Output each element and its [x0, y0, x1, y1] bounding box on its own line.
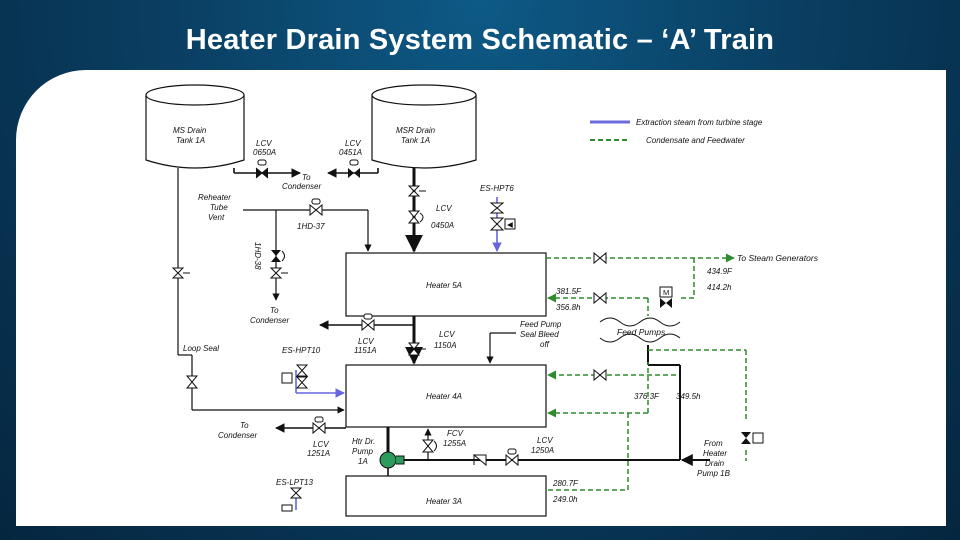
msr-tank-label-1: MSR Drain [396, 126, 436, 135]
valve-check-pump-discharge[interactable] [472, 454, 487, 467]
feed-pumps-label: Feed Pumps [617, 327, 666, 337]
hd38-label: 1HD-38 [253, 242, 262, 270]
ms-tank-label-1: MS Drain [173, 126, 207, 135]
to-condenser-low-2: Condenser [218, 431, 257, 440]
reading-h2: 356.8h [556, 303, 581, 312]
feed-pump-bleed-1: Feed Pump [520, 320, 562, 329]
lcv-1150a-label-2: 1150A [434, 341, 457, 350]
legend: Extraction steam from turbine stage Cond… [590, 118, 763, 145]
ms-drain-tank: MS Drain Tank 1A [145, 84, 245, 169]
es-hpt10-label: ES-HPT10 [282, 346, 321, 355]
valve-lcv-1251a[interactable] [312, 416, 326, 435]
lcv-1150a-label-1: LCV [439, 330, 455, 339]
lcv-0650a-label-2: 0650A [253, 148, 276, 157]
htr-pump-label-2: Pump [352, 447, 373, 456]
heater-5a: Heater 5A [345, 252, 547, 317]
fcv-1255a-label-1: FCV [447, 429, 464, 438]
valve-lcv-1151a[interactable] [361, 313, 375, 332]
heater-4a: Heater 4A [345, 364, 547, 428]
ms-tank-label-2: Tank 1A [176, 136, 205, 145]
slide-title: Heater Drain System Schematic – ‘A’ Trai… [185, 24, 775, 56]
feed-pumps [599, 317, 681, 343]
heater-drain-pump-1a[interactable] [379, 451, 405, 469]
es-hpt6-label: ES-HPT6 [480, 184, 514, 193]
reading-h3: 349.5h [676, 392, 701, 401]
lcv-1151a-label-1: LCV [358, 337, 374, 346]
lcv-1251a-label-1: LCV [313, 440, 329, 449]
loop-seal-label: Loop Seal [183, 344, 219, 353]
from-hd-pump-2: Heater [703, 449, 727, 458]
lcv-0650a-label-1: LCV [256, 139, 272, 148]
lcv-1250a-label-1: LCV [537, 436, 553, 445]
feed-pump-bleed-2: Seal Bleed [520, 330, 559, 339]
valve-1hd-38[interactable] [269, 250, 288, 279]
lcv-1250a-label-2: 1250A [531, 446, 554, 455]
valve-lcv-1250a[interactable] [505, 448, 519, 467]
valve-feedwater-2[interactable] [593, 291, 607, 305]
lcv-1251a-label-2: 1251A [307, 449, 330, 458]
reading-h4: 249.0h [552, 495, 578, 504]
to-condenser-mid-2: Condenser [250, 316, 289, 325]
reheater-label-1: Reheater [198, 193, 231, 202]
htr-pump-label-1: Htr Dr. [352, 437, 375, 446]
reading-t4: 280.7F [552, 479, 579, 488]
heater-5a-label: Heater 5A [426, 281, 462, 290]
valve-loop-check[interactable] [171, 267, 199, 389]
valve-es-hpt10[interactable] [281, 364, 309, 389]
msr-tank-label-2: Tank 1A [401, 136, 430, 145]
msr-drain-tank: MSR Drain Tank 1A [371, 84, 477, 169]
from-hd-pump-3: Drain [705, 459, 725, 468]
reading-h1: 414.2h [707, 283, 732, 292]
valve-lcv-0650a[interactable] [255, 159, 269, 179]
to-steam-gen-label: To Steam Generators [737, 253, 819, 263]
from-hd-pump-1: From [704, 439, 723, 448]
to-condenser-top-1: To [302, 173, 311, 182]
to-condenser-mid-1: To [270, 306, 279, 315]
labels: LCV 0650A LCV 0451A To Condenser Reheate… [183, 139, 819, 504]
lcv-0451a-label-2: 0451A [339, 148, 362, 157]
valve-es-hpt6[interactable]: ◀ [489, 202, 516, 231]
motor-label: M [663, 288, 669, 297]
reading-t3: 376.3F [634, 392, 660, 401]
valve-feedwater-3[interactable] [593, 368, 607, 382]
legend-extraction-label: Extraction steam from turbine stage [636, 118, 763, 127]
reading-t1: 434.9F [707, 267, 733, 276]
reheater-label-3: Vent [208, 213, 225, 222]
valve-pump-1b-isolation[interactable] [741, 432, 764, 444]
from-hd-pump-4: Pump 1B [697, 469, 731, 478]
heater-3a-label: Heater 3A [426, 497, 462, 506]
valve-lcv-0451a[interactable] [348, 159, 360, 178]
to-condenser-low-1: To [240, 421, 249, 430]
fcv-1255a-label-2: 1255A [443, 439, 466, 448]
to-condenser-top-2: Condenser [282, 182, 321, 191]
reading-t2: 381.5F [556, 287, 582, 296]
reheater-label-2: Tube [210, 203, 228, 212]
heater-3a: Heater 3A [345, 475, 547, 517]
valve-1hd-37[interactable] [309, 198, 323, 217]
valve-es-lpt13[interactable] [281, 487, 303, 512]
htr-pump-label-3: 1A [358, 457, 368, 466]
lcv-0451a-label-1: LCV [345, 139, 361, 148]
valve-lcv-0450a[interactable] [407, 185, 426, 224]
feed-pump-bleed-3: off [540, 340, 550, 349]
valve-feedwater-1[interactable] [593, 251, 607, 265]
lcv-0450a-label-2: 0450A [431, 221, 454, 230]
svg-text:◀: ◀ [507, 220, 514, 229]
valve-lcv-1150a[interactable] [407, 342, 426, 356]
valve-fcv-1255a[interactable] [421, 439, 437, 453]
heater-4a-label: Heater 4A [426, 392, 462, 401]
legend-condensate-label: Condensate and Feedwater [646, 136, 745, 145]
hd37-label: 1HD-37 [297, 222, 325, 231]
valve-motor-operated[interactable]: M [659, 286, 673, 308]
es-lpt13-label: ES-LPT13 [276, 478, 313, 487]
lcv-0450a-label-1: LCV [436, 204, 452, 213]
lcv-1151a-label-2: 1151A [354, 346, 377, 355]
